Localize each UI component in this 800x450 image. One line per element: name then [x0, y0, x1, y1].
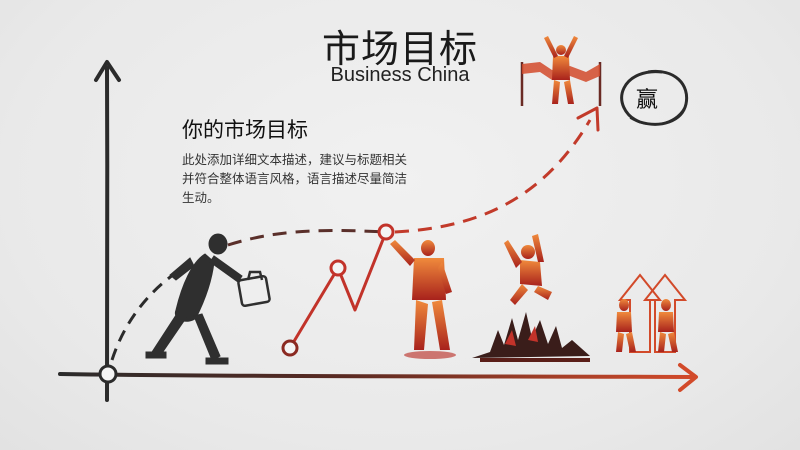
- page-subtitle: Business China: [330, 64, 470, 86]
- goal-arrow-head: [576, 106, 600, 132]
- x-axis: [58, 363, 698, 392]
- win-seal-icon: [620, 69, 689, 126]
- burning-city-icon: [472, 312, 590, 362]
- section-heading: 你的市场目标: [182, 118, 308, 142]
- pointing-businessman-icon: [390, 240, 456, 359]
- section-description: 此处添加详细文本描述，建议与标题相关并符合整体语言风格，语言描述尽量简洁生动。: [182, 152, 408, 205]
- start-dashed-line: [110, 268, 181, 361]
- jumping-man-icon: [504, 234, 552, 305]
- finish-line-runner-icon: [520, 36, 602, 106]
- two-men-arrows-icon: [616, 273, 688, 353]
- origin-node: [98, 364, 118, 384]
- win-badge-text: 赢: [635, 88, 658, 113]
- y-axis: [94, 60, 121, 402]
- progress-dashed-line-1: [227, 229, 386, 247]
- zigzag-path: [281, 223, 395, 357]
- page-title: 市场目标: [321, 27, 478, 71]
- walking-businessman-icon: [145, 233, 271, 365]
- progress-dashed-line-2: [394, 119, 592, 234]
